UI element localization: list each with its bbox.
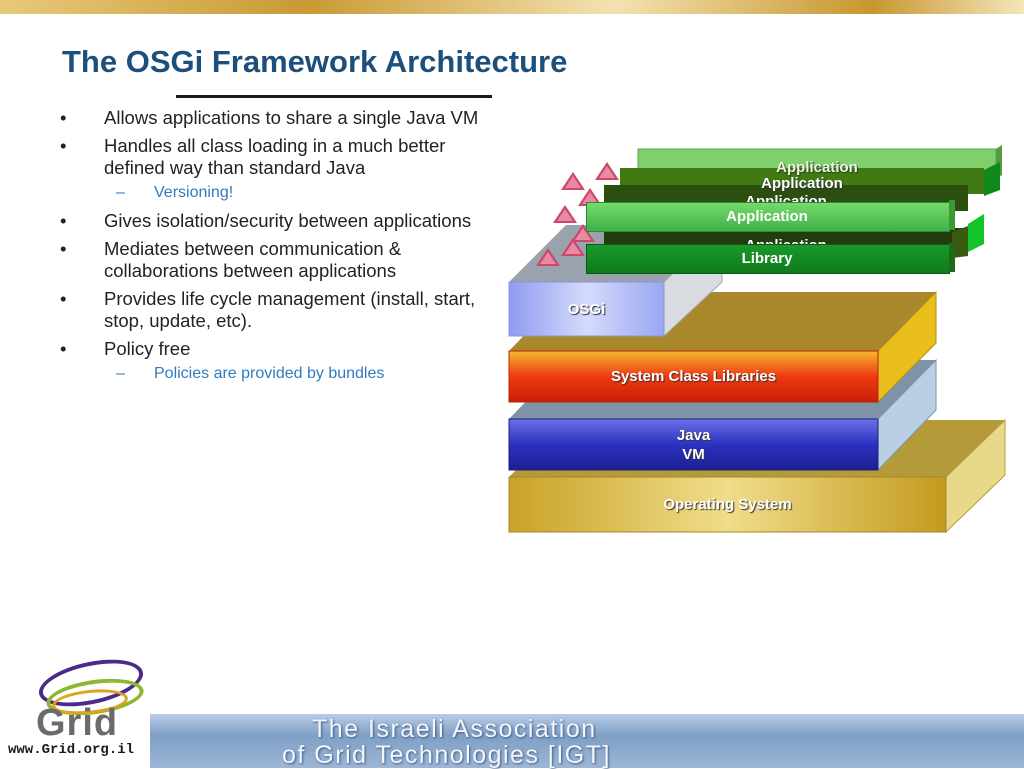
bundle-triangle-icon: [561, 238, 585, 256]
bundle-triangle-icon: [595, 162, 619, 180]
bundle-triangle-icon: [561, 172, 585, 190]
bullet-list: • Allows applications to share a single J…: [60, 107, 500, 391]
sub-bullet-item: – Policies are provided by bundles: [60, 364, 500, 384]
bullet-item: • Provides life cycle management (install…: [60, 288, 500, 332]
bullet-marker: •: [60, 338, 67, 359]
bullet-marker: •: [60, 107, 67, 128]
application-label-back: Application: [761, 175, 843, 192]
bullet-item: • Policy free: [60, 338, 500, 360]
java-vm-label-line2: VM: [682, 445, 705, 463]
bullet-text: Allows applications to share a single Ja…: [104, 107, 479, 128]
grid-logo[interactable]: Grid www.Grid.org.il: [0, 651, 150, 768]
application-label-back: Application: [776, 159, 858, 176]
java-vm-layer-label: Java VM: [509, 419, 878, 470]
application-layer-back-side: [952, 226, 968, 258]
architecture-diagram: Operating System Java VM System Class Li…: [500, 140, 1020, 540]
bullet-marker: •: [60, 210, 67, 231]
logo-wordmark: Grid: [36, 702, 119, 744]
top-decor-bar: [0, 0, 1024, 14]
sub-bullet-text: Versioning!: [154, 184, 234, 201]
sub-bullet-marker: –: [116, 184, 125, 201]
scl-layer-label: System Class Libraries: [610, 368, 777, 385]
association-name: The Israeli Association of Grid Technolo…: [282, 716, 611, 768]
title-underline: [176, 95, 492, 98]
bullet-text: Mediates between communication & collabo…: [104, 238, 402, 281]
bullet-item: • Mediates between communication & collab…: [60, 238, 500, 282]
sub-bullet-marker: –: [116, 365, 125, 382]
bullet-text: Provides life cycle management (install,…: [104, 288, 476, 331]
library-bundle-side: [949, 243, 955, 272]
bullet-text: Handles all class loading in a much bett…: [104, 135, 446, 178]
osgi-layer-label: OSGi: [567, 301, 606, 318]
sub-bullet-item: – Versioning!: [60, 183, 500, 203]
bullet-text: Policy free: [104, 338, 191, 359]
bullet-item: • Gives isolation/security between applic…: [60, 210, 500, 232]
application-layer-back-side: [984, 162, 1000, 196]
library-label: Library: [741, 249, 793, 267]
java-layer-front: [508, 418, 879, 471]
osgi-layer-front: [508, 281, 665, 337]
bundle-triangle-icon: [553, 205, 577, 223]
bullet-text: Gives isolation/security between applica…: [104, 210, 472, 231]
footer-banner: [150, 714, 1024, 768]
bundle-triangle-icon: [578, 188, 602, 206]
application-label: Application: [726, 207, 808, 225]
bullet-item: • Handles all class loading in a much bet…: [60, 135, 500, 179]
bullet-item: • Allows applications to share a single J…: [60, 107, 500, 129]
application-layer-back-side: [968, 214, 984, 252]
page-title: The OSGi Framework Architecture: [62, 44, 568, 79]
association-line2: of Grid Technologies [IGT]: [282, 741, 611, 769]
application-bundle-front-side: [949, 200, 955, 230]
library-bundle: [586, 244, 950, 274]
os-layer-front: [508, 476, 947, 533]
sub-bullet-text: Policies are provided by bundles: [154, 365, 385, 382]
application-bundle-front: [586, 202, 950, 232]
bullet-marker: •: [60, 288, 67, 309]
association-line1: The Israeli Association: [312, 715, 597, 743]
website-url[interactable]: www.Grid.org.il: [8, 742, 135, 758]
java-vm-label-line1: Java: [676, 426, 711, 444]
os-layer-label: Operating System: [663, 496, 792, 513]
scl-layer-front: [508, 350, 879, 403]
bullet-marker: •: [60, 238, 67, 259]
bullet-marker: •: [60, 135, 67, 156]
bundle-triangle-icon: [536, 248, 560, 266]
